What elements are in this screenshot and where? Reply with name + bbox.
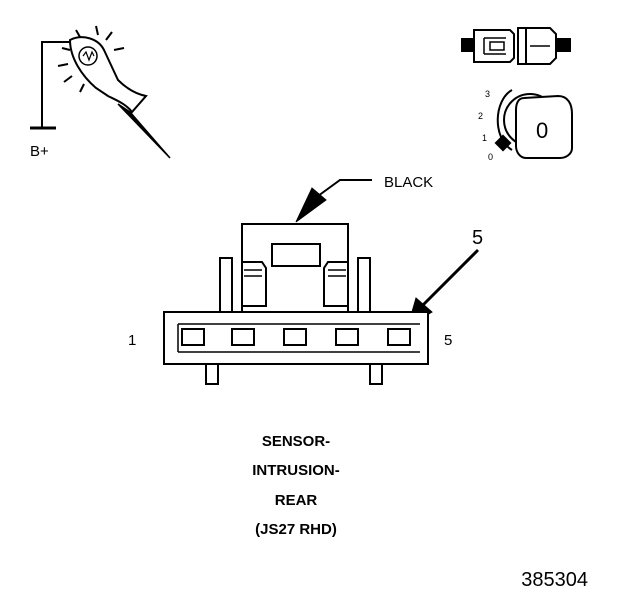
caption-line-2: INTRUSION-	[252, 462, 340, 479]
connector-symbol-icon	[461, 27, 571, 65]
connector-body	[163, 223, 429, 385]
caption-line-3: REAR	[275, 492, 318, 509]
ignition-key-position: 0	[536, 118, 548, 143]
component-caption: SENSOR- INTRUSION- REAR (JS27 RHD)	[252, 433, 340, 538]
ignition-position-1: 1	[482, 133, 487, 143]
pin-cavity-1	[181, 328, 205, 346]
test-probe	[30, 25, 171, 159]
connector-color-label: BLACK	[384, 174, 433, 191]
pin-number-right: 5	[444, 332, 452, 349]
color-callout-arrow	[295, 179, 372, 223]
ignition-position-0: 0	[488, 152, 493, 162]
connector-pin-cavities	[181, 328, 411, 346]
ignition-key-icon	[494, 89, 573, 159]
pin-number-left: 1	[128, 332, 136, 349]
caption-line-1: SENSOR-	[262, 433, 330, 450]
probe-label: B+	[30, 143, 49, 160]
caption-line-4: (JS27 RHD)	[255, 521, 337, 538]
pin-callout-number: 5	[472, 227, 483, 249]
pin-cavity-2	[231, 328, 255, 346]
pin-cavity-5	[387, 328, 411, 346]
figure-number: 385304	[521, 569, 588, 591]
ignition-position-2: 2	[478, 111, 483, 121]
pin-cavity-3	[283, 328, 307, 346]
pin-cavity-4	[335, 328, 359, 346]
ignition-position-3: 3	[485, 89, 490, 99]
